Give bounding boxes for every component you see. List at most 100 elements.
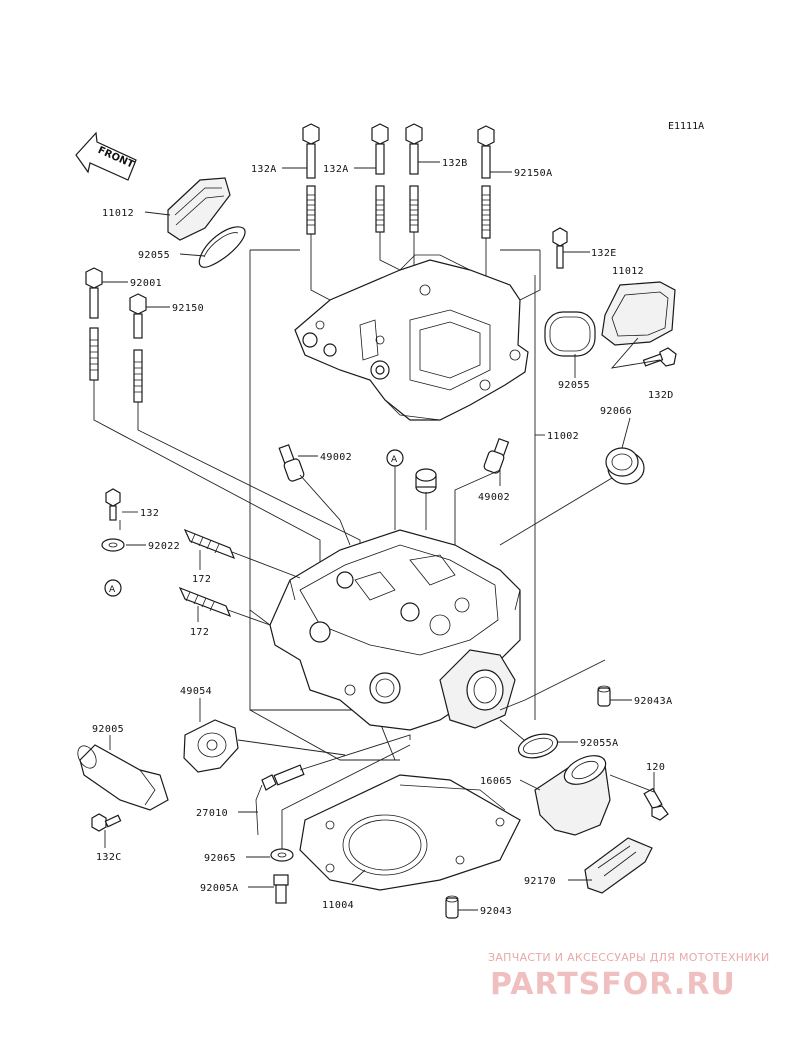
water-pipe-92005 [77, 744, 169, 811]
callout-92170-label: 92170 [524, 876, 556, 887]
callout-92001-label: 92001 [130, 278, 162, 289]
callout-11004-label: 11004 [322, 900, 354, 911]
gasket-92055-right [544, 311, 596, 357]
watermark: ЗАПЧАСТИ И АКСЕССУАРЫ ДЛЯ МОТОТЕХНИКИ PA… [488, 951, 770, 1002]
callout-132a-right[interactable]: 132A [323, 164, 349, 175]
callout-49002-left[interactable]: 49002 [320, 452, 352, 463]
callout-92055-left-label: 92055 [138, 250, 170, 261]
plug-92005a [273, 874, 289, 904]
bolt-132a-right [371, 123, 389, 233]
mid-guide-lines [119, 466, 613, 746]
intake-holder-16065 [534, 755, 611, 836]
marker-a-left-label: A [109, 585, 116, 595]
stud-172-lower [178, 586, 232, 618]
front-arrow-icon: FRONT [75, 131, 137, 181]
callout-92065[interactable]: 92065 [204, 853, 236, 864]
bolt-92150 [129, 293, 147, 403]
temp-sensor-27010 [255, 734, 411, 836]
callout-132e-label: 132E [591, 248, 617, 259]
callout-92022[interactable]: 92022 [148, 541, 180, 552]
dowel-92043a [597, 685, 611, 707]
head-gasket-11004 [299, 774, 521, 891]
callout-92055-right-label: 92055 [558, 380, 590, 391]
callout-172-lower-label: 172 [190, 627, 209, 638]
callout-92150[interactable]: 92150 [172, 303, 204, 314]
callout-11004[interactable]: 11004 [322, 900, 354, 911]
callout-92055a-label: 92055A [580, 738, 619, 749]
cam-cover-11012-right [601, 281, 676, 346]
diagram-ref-code: E1111A [668, 121, 704, 132]
callout-132b-label: 132B [442, 158, 468, 169]
callout-172-upper-label: 172 [192, 574, 211, 585]
callout-132c[interactable]: 132C [96, 852, 122, 863]
callout-132[interactable]: 132 [140, 508, 159, 519]
callout-92055a[interactable]: 92055A [580, 738, 619, 749]
watermark-tagline: ЗАПЧАСТИ И АКСЕССУАРЫ ДЛЯ МОТОТЕХНИКИ [488, 951, 770, 964]
callout-92150a-label: 92150A [514, 168, 553, 179]
callout-132b[interactable]: 132B [442, 158, 468, 169]
callout-92066-label: 92066 [600, 406, 632, 417]
callout-92170[interactable]: 92170 [524, 876, 556, 887]
callout-132e[interactable]: 132E [591, 248, 617, 259]
valve-adjuster-49002-right [483, 438, 510, 474]
bolt-132e [552, 227, 568, 269]
callout-92005a-label: 92005A [200, 883, 239, 894]
callout-11012-right-label: 11012 [612, 266, 644, 277]
watermark-logo: PARTSFOR.RU [490, 967, 736, 1002]
callout-132a-left[interactable]: 132A [251, 164, 277, 175]
cam-cover-11012-left [167, 177, 231, 241]
callout-lines [102, 161, 661, 911]
marker-a-top-label: A [391, 455, 398, 465]
cylinder-head-cover [294, 254, 529, 421]
callout-49002-right-label: 49002 [478, 492, 510, 503]
callout-11012-right[interactable]: 11012 [612, 266, 644, 277]
callout-92022-label: 92022 [148, 541, 180, 552]
washer-92065 [270, 744, 411, 862]
callout-16065-label: 16065 [480, 776, 512, 787]
callout-92001[interactable]: 92001 [130, 278, 162, 289]
callout-172-upper[interactable]: 172 [192, 574, 211, 585]
callout-11012-left-label: 11012 [102, 208, 134, 219]
bolt-132b [405, 123, 423, 233]
callout-92043[interactable]: 92043 [480, 906, 512, 917]
callout-132d-label: 132D [648, 390, 674, 401]
callout-92150a[interactable]: 92150A [514, 168, 553, 179]
bolt-132d [642, 347, 677, 367]
callout-92066[interactable]: 92066 [600, 406, 632, 417]
bolt-132a-left [302, 123, 320, 235]
callout-49002-right[interactable]: 49002 [478, 492, 510, 503]
callout-120[interactable]: 120 [646, 762, 665, 773]
callout-92150-label: 92150 [172, 303, 204, 314]
bolt-92150a [477, 125, 495, 239]
callout-49054-label: 49054 [180, 686, 212, 697]
callout-16065[interactable]: 16065 [480, 776, 512, 787]
callout-92043a[interactable]: 92043A [634, 696, 673, 707]
callout-132d[interactable]: 132D [648, 390, 674, 401]
callout-11002-label: 11002 [547, 431, 579, 442]
gasket-92055-left [198, 226, 246, 268]
callout-92005a[interactable]: 92005A [200, 883, 239, 894]
callout-120-label: 120 [646, 762, 665, 773]
marker-a-left: A [104, 579, 122, 597]
callout-92043-label: 92043 [480, 906, 512, 917]
callout-49054[interactable]: 49054 [180, 686, 212, 697]
callout-92055-right[interactable]: 92055 [558, 380, 590, 391]
cylinder-head [269, 529, 521, 731]
callout-11002[interactable]: 11002 [547, 431, 579, 442]
valve-adjuster-49002-left [278, 444, 305, 482]
callout-11012-left[interactable]: 11012 [102, 208, 134, 219]
callout-92005-label: 92005 [92, 724, 124, 735]
callout-132a-left-label: 132A [251, 164, 277, 175]
callout-132-label: 132 [140, 508, 159, 519]
thermostat-49054 [183, 719, 346, 773]
callout-172-lower[interactable]: 172 [190, 627, 209, 638]
callout-27010[interactable]: 27010 [196, 808, 228, 819]
callout-92055-left[interactable]: 92055 [138, 250, 170, 261]
callout-92005[interactable]: 92005 [92, 724, 124, 735]
washer-92022 [101, 538, 125, 552]
clamp-92170 [584, 837, 653, 894]
callout-27010-label: 27010 [196, 808, 228, 819]
oring-92055a [517, 733, 559, 759]
